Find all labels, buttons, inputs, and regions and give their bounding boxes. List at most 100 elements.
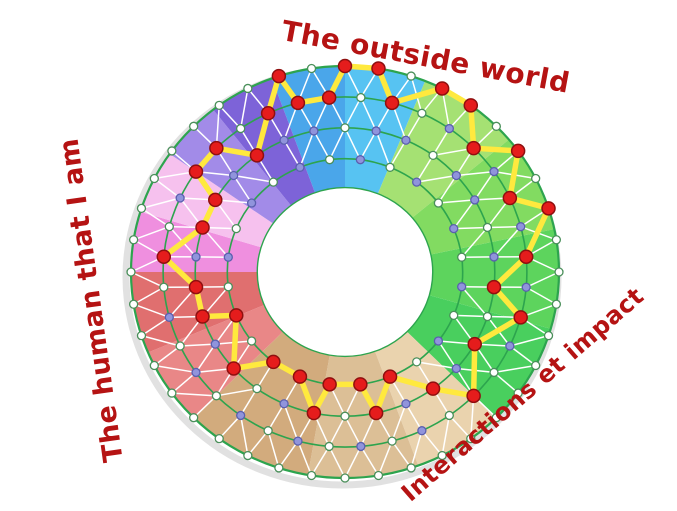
mesh-line xyxy=(313,130,331,161)
white-node xyxy=(167,146,177,156)
red-node xyxy=(195,220,210,235)
mesh-line xyxy=(452,226,489,230)
mesh-line xyxy=(405,112,423,142)
mesh-line xyxy=(509,334,550,347)
red-node xyxy=(434,81,450,96)
sector-wedge xyxy=(140,153,274,248)
white-node xyxy=(340,411,350,421)
red-node xyxy=(322,377,337,392)
mesh-line xyxy=(179,343,217,347)
red-node xyxy=(541,201,556,216)
white-node xyxy=(189,121,199,131)
mesh-line xyxy=(437,340,458,370)
mesh-line xyxy=(410,429,423,469)
red-node xyxy=(290,95,306,111)
red-node xyxy=(466,388,481,404)
purple-node xyxy=(433,336,444,346)
red-node xyxy=(466,140,481,156)
white-node xyxy=(531,360,541,371)
white-node xyxy=(406,71,416,81)
red-node xyxy=(226,361,241,376)
mesh-line xyxy=(328,127,346,161)
mesh-line xyxy=(391,440,412,469)
purple-node xyxy=(191,252,201,262)
white-node xyxy=(175,341,185,351)
red-node xyxy=(513,310,528,325)
mesh-line xyxy=(415,174,458,183)
white-node xyxy=(385,162,395,172)
purple-node xyxy=(279,399,289,409)
red-node xyxy=(292,369,308,384)
purple-node xyxy=(516,222,526,232)
mesh-line xyxy=(328,415,346,448)
purple-node xyxy=(451,363,461,374)
purple-node xyxy=(489,166,499,177)
white-node xyxy=(246,336,257,346)
white-node xyxy=(513,388,523,398)
purple-node xyxy=(521,282,531,292)
white-node xyxy=(167,388,177,398)
purple-node xyxy=(164,312,174,322)
sector-wedge xyxy=(407,295,551,418)
white-node xyxy=(482,311,493,322)
mesh-line xyxy=(448,414,472,440)
purple-node xyxy=(223,252,233,262)
white-node xyxy=(306,63,317,74)
red-node xyxy=(306,405,322,421)
purple-node xyxy=(401,135,411,145)
red-node xyxy=(209,140,224,156)
mesh-line xyxy=(283,139,301,169)
white-node xyxy=(214,434,224,444)
red-node xyxy=(321,90,337,105)
white-node xyxy=(252,384,262,394)
mesh-line xyxy=(344,127,362,161)
mesh-line xyxy=(432,127,451,157)
purple-node xyxy=(444,123,454,134)
red-node xyxy=(384,95,400,111)
white-node xyxy=(128,299,139,309)
ring-ellipse xyxy=(162,96,528,448)
purple-node xyxy=(401,399,411,409)
red-node xyxy=(463,98,479,113)
mesh-line xyxy=(218,414,242,440)
white-node xyxy=(340,473,350,483)
mesh-line xyxy=(132,286,165,305)
red-node xyxy=(510,143,526,159)
mesh-line xyxy=(493,364,537,374)
red-node xyxy=(486,279,502,295)
mesh-line xyxy=(297,440,313,477)
red-node xyxy=(368,405,384,421)
white-node xyxy=(136,331,147,341)
white-node xyxy=(433,198,444,208)
purple-node xyxy=(505,341,515,351)
white-node xyxy=(189,413,199,423)
white-node xyxy=(491,413,501,423)
white-node xyxy=(263,426,273,436)
mesh-line xyxy=(415,154,434,183)
red-node xyxy=(502,190,518,206)
mesh-line xyxy=(171,371,197,394)
mesh-line xyxy=(195,343,217,374)
sector-wedge xyxy=(148,305,283,418)
red-node xyxy=(467,336,482,352)
purple-node xyxy=(246,198,257,208)
mesh-line xyxy=(140,207,171,228)
red-node xyxy=(266,354,281,370)
mesh-line xyxy=(299,130,315,169)
white-node xyxy=(340,123,350,133)
mesh-line xyxy=(267,402,285,432)
white-node xyxy=(444,410,454,421)
mesh-line xyxy=(153,364,197,374)
sector-wedge xyxy=(169,109,291,224)
mesh-line xyxy=(452,314,489,318)
white-node xyxy=(268,177,278,187)
mesh-line xyxy=(132,303,171,319)
red-node xyxy=(229,308,244,323)
white-node xyxy=(149,360,159,371)
mesh-line xyxy=(192,395,218,419)
mesh-line xyxy=(239,387,258,417)
white-node xyxy=(437,450,447,461)
white-node xyxy=(551,235,562,245)
red-node xyxy=(518,249,534,264)
sector-wedge xyxy=(377,81,509,218)
